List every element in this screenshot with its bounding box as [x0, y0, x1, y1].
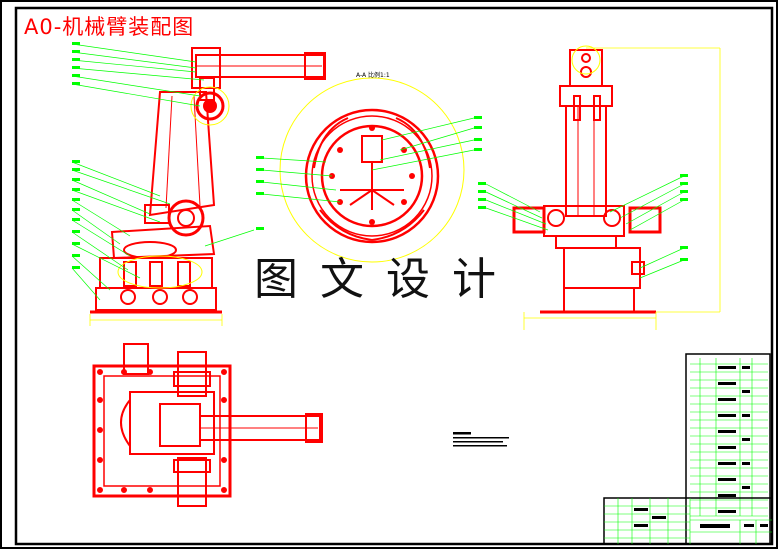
detail-circle [190, 86, 230, 126]
title-block [603, 497, 773, 545]
side-dimension [523, 47, 721, 330]
inner-border [14, 6, 774, 546]
section-leader-labels [256, 116, 482, 195]
front-dimension [89, 314, 223, 326]
parts-list [685, 353, 771, 545]
top-view [92, 343, 323, 507]
side-leaders [485, 175, 685, 279]
front-view [90, 47, 326, 314]
front-leader-labels [72, 42, 264, 269]
side-detail-circle [571, 45, 601, 75]
front-leaders [71, 43, 255, 301]
section-leaders [261, 117, 475, 203]
section-view [279, 77, 465, 263]
section-label: A-A 比例1:1 [356, 72, 390, 79]
drawing-title: A0-机械臂装配图 [24, 15, 195, 39]
side-leader-labels [478, 174, 688, 261]
side-view [512, 49, 662, 314]
watermark: 图文设计 [254, 254, 518, 305]
technical-notes [453, 432, 509, 447]
detail-ellipse [117, 255, 203, 289]
